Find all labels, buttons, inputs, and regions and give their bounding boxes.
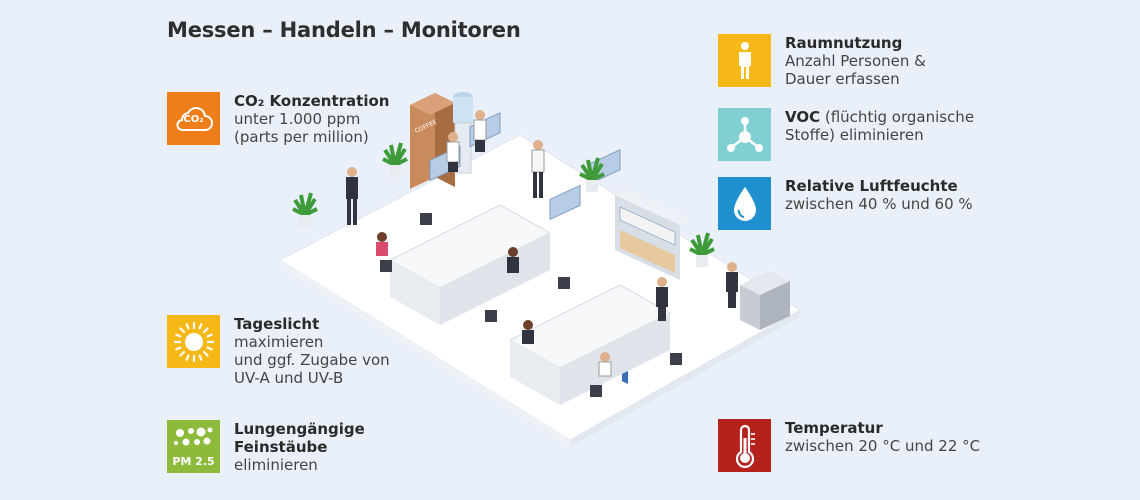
molecule-icon [718,108,771,161]
co2-icon-label: CO₂ [183,114,204,125]
room-line-2: Dauer erfassen [785,70,900,88]
co2-line-1: unter 1.000 ppm [234,110,361,128]
voc-item: VOC (flüchtig organische Stoffe) elimini… [718,108,974,161]
office-illustration: COFFEE [270,85,810,455]
page-title: Messen – Handeln – Monitoren [167,18,521,42]
sun-icon [167,315,220,368]
humidity-line-1: zwischen 40 % und 60 % [785,195,973,213]
co2-item: CO₂ CO₂ Konzentration unter 1.000 ppm (p… [167,92,389,146]
voc-heading-rest: (flüchtig organische [820,108,975,126]
voc-line-1: Stoffe) eliminieren [785,126,924,144]
room-line-1: Anzahl Personen & [785,52,926,70]
people [346,110,738,377]
co2-cloud-icon: CO₂ [167,92,220,145]
pm-line-1: eliminieren [234,456,318,474]
daylight-heading: Tageslicht [234,315,320,333]
desk-cluster-1 [388,112,552,325]
person-icon [718,34,771,87]
pm-heading-1: Lungengängige [234,420,365,438]
water-drop-icon [718,177,771,230]
daylight-line-2: und ggf. Zugabe von [234,351,390,369]
voc-heading: VOC [785,108,821,126]
co2-line-2: (parts per million) [234,128,369,146]
pm-item: PM 2.5 Lungengängige Feinstäube eliminie… [167,420,365,474]
shelf [615,189,690,384]
temperature-item: Temperatur zwischen 20 °C und 22 °C [718,419,980,472]
pm-icon-label: PM 2.5 [172,455,215,468]
plants [292,142,715,267]
daylight-line-1: maximieren [234,333,324,351]
pm-heading-2: Feinstäube [234,438,328,456]
room-item: Raumnutzung Anzahl Personen & Dauer erfa… [718,34,926,88]
thermometer-icon [718,419,771,472]
daylight-item: Tageslicht maximieren und ggf. Zugabe vo… [167,315,390,387]
room-heading: Raumnutzung [785,34,903,52]
printer [740,271,790,330]
daylight-line-3: UV-A und UV-B [234,369,344,387]
temperature-line-1: zwischen 20 °C und 22 °C [785,437,981,455]
co2-heading: CO₂ Konzentration [234,92,390,110]
temperature-heading: Temperatur [785,419,883,437]
humidity-heading: Relative Luftfeuchte [785,177,958,195]
humidity-item: Relative Luftfeuchte zwischen 40 % und 6… [718,177,973,230]
particles-icon: PM 2.5 [167,420,220,473]
chairs [380,213,682,397]
desk-cluster-2 [508,149,672,405]
